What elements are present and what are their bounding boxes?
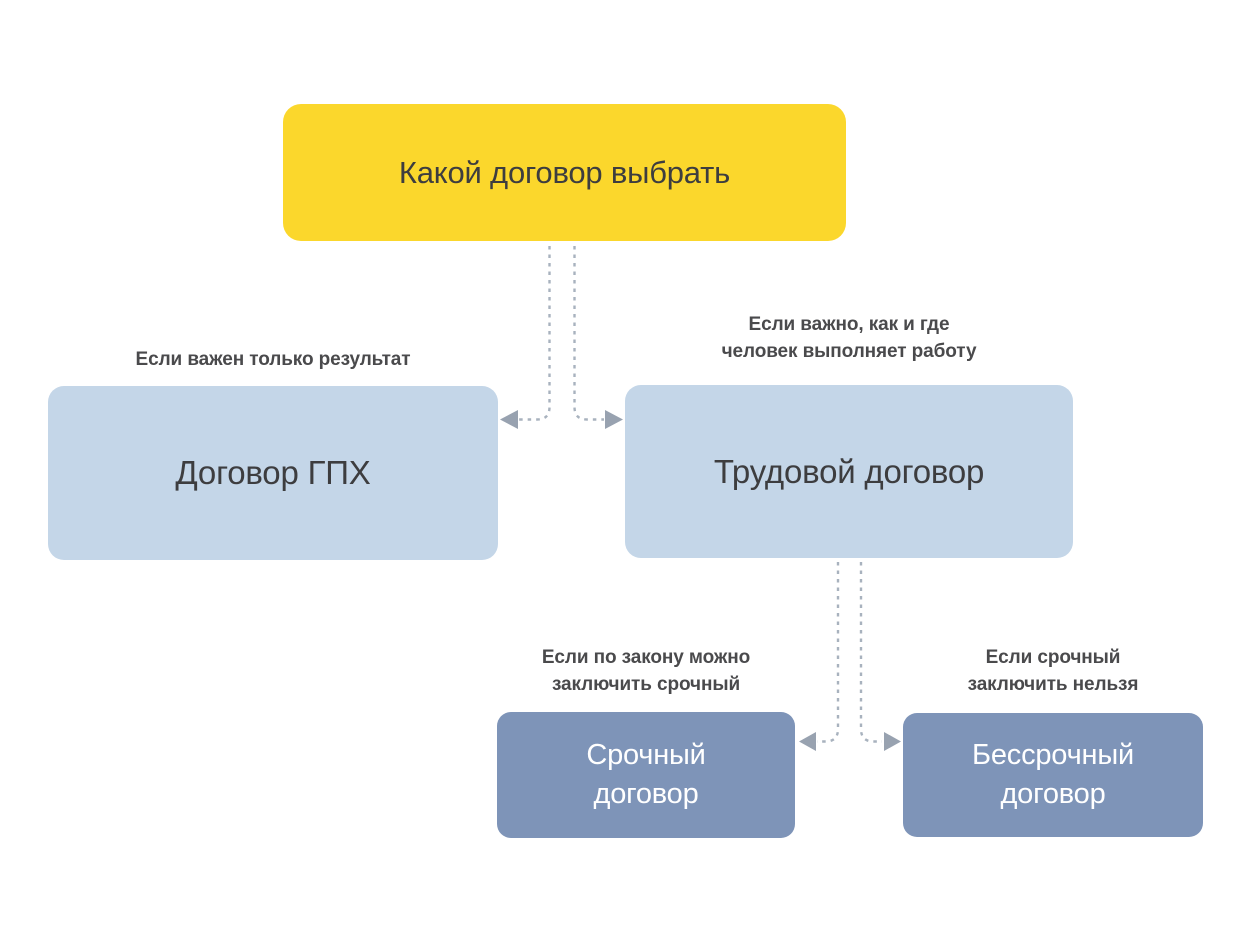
node-fixed-term-label: Срочный договор [586, 738, 706, 810]
node-gph-label: Договор ГПХ [175, 454, 371, 491]
node-open-ended-label: Бессрочный договор [972, 738, 1134, 810]
condition-label-employment: Если важно, как и где человек выполняет … [721, 314, 977, 362]
arrow-right-icon [605, 410, 623, 429]
dashed-line-root-to-gph [519, 246, 551, 421]
node-root-label: Какой договор выбрать [398, 154, 731, 190]
dashed-line-root-to-employment [573, 246, 604, 421]
arrow-left-icon [799, 732, 816, 751]
node-root: Какой договор выбрать [283, 104, 846, 241]
dashed-line-employment-to-open-ended [859, 562, 882, 743]
dashed-line-employment-to-fixed-term [817, 562, 840, 743]
arrow-left-icon [500, 410, 518, 429]
condition-label-gph: Если важен только результат [135, 349, 411, 370]
arrow-right-icon [884, 732, 901, 751]
condition-label-open-ended: Если срочный заключить нельзя [967, 647, 1139, 695]
node-employment-label: Трудовой договор [713, 452, 985, 490]
node-employment: Трудовой договор [625, 385, 1073, 558]
condition-label-fixed-term: Если по закону можно заключить срочный [541, 647, 751, 695]
node-open-ended: Бессрочный договор [903, 713, 1203, 837]
connector-root-to-branches [500, 246, 623, 429]
node-fixed-term: Срочный договор [497, 712, 795, 838]
node-gph: Договор ГПХ [48, 386, 498, 560]
